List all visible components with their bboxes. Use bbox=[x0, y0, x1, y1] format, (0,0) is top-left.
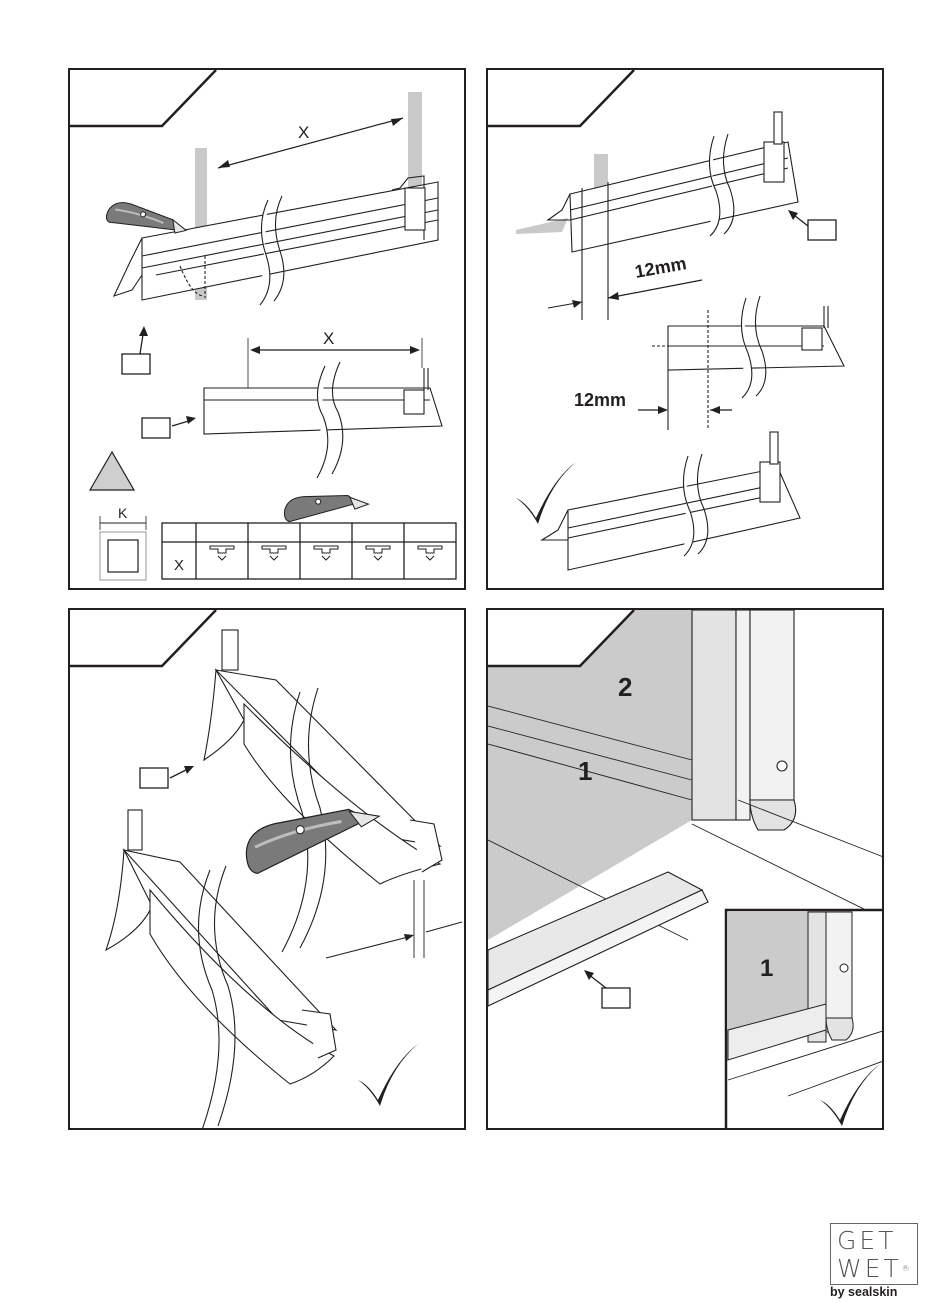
brand-logo: GET WET® by sealskin bbox=[830, 1223, 920, 1298]
logo-line-2-text: WET bbox=[837, 1254, 902, 1283]
utility-knife-icon bbox=[283, 492, 369, 522]
step-panel-3 bbox=[68, 608, 466, 1130]
inset-label-number-1: 1 bbox=[760, 955, 773, 982]
cut-mark-right bbox=[408, 92, 422, 200]
step-panel-4: 2 1 1 bbox=[486, 608, 884, 1130]
step-number-tab bbox=[488, 70, 634, 126]
step-panel-2: 12mm 12mm bbox=[486, 68, 884, 590]
label-number-2: 2 bbox=[618, 672, 632, 702]
step-panel-1: X X bbox=[68, 68, 466, 590]
part-label-box bbox=[140, 768, 168, 788]
step-number-tab bbox=[70, 70, 216, 126]
table-row-label-x: X bbox=[174, 557, 184, 574]
arrow-icon bbox=[584, 970, 594, 980]
profile-finished bbox=[542, 432, 800, 570]
arrow-icon bbox=[139, 326, 148, 336]
logo-line-1: GET bbox=[837, 1227, 915, 1255]
registered-mark: ® bbox=[902, 1264, 910, 1273]
step-3-illustration bbox=[70, 610, 466, 1130]
logo-line-2: WET® bbox=[837, 1255, 915, 1283]
warning-triangle-icon bbox=[90, 452, 134, 490]
part-label-box-2 bbox=[142, 418, 170, 438]
detail-inset: 1 bbox=[726, 910, 884, 1130]
arrow-icon bbox=[184, 766, 194, 774]
dimension-label-k: K bbox=[118, 505, 128, 521]
checkmark-icon bbox=[516, 462, 576, 524]
part-label-box bbox=[808, 220, 836, 240]
step-number-tab bbox=[70, 610, 216, 666]
blade-table bbox=[162, 523, 456, 579]
profile-3d bbox=[548, 112, 798, 320]
profile-upper bbox=[204, 630, 442, 884]
step-2-illustration: 12mm 12mm bbox=[488, 70, 884, 590]
logo-box: GET WET® bbox=[830, 1223, 918, 1285]
arrow-icon bbox=[788, 210, 798, 220]
dimension-label-12mm-b: 12mm bbox=[574, 390, 626, 410]
arrow-icon bbox=[186, 416, 196, 424]
dimension-label-x: X bbox=[298, 123, 309, 142]
logo-byline: by sealskin bbox=[830, 1285, 897, 1299]
part-label-box bbox=[122, 354, 150, 374]
door-profile bbox=[692, 610, 796, 830]
blade-symbols bbox=[210, 546, 442, 560]
profile-3d bbox=[114, 176, 438, 300]
dimension-label-x2: X bbox=[323, 329, 334, 348]
dimension-label-12mm-a: 12mm bbox=[633, 253, 688, 282]
step-4-illustration: 2 1 1 bbox=[488, 610, 884, 1130]
checkmark-icon bbox=[358, 1044, 418, 1106]
part-label-box bbox=[602, 988, 630, 1008]
step-1-illustration: X X bbox=[70, 70, 466, 590]
label-number-1: 1 bbox=[578, 756, 592, 786]
dimension-line-x bbox=[218, 118, 403, 168]
